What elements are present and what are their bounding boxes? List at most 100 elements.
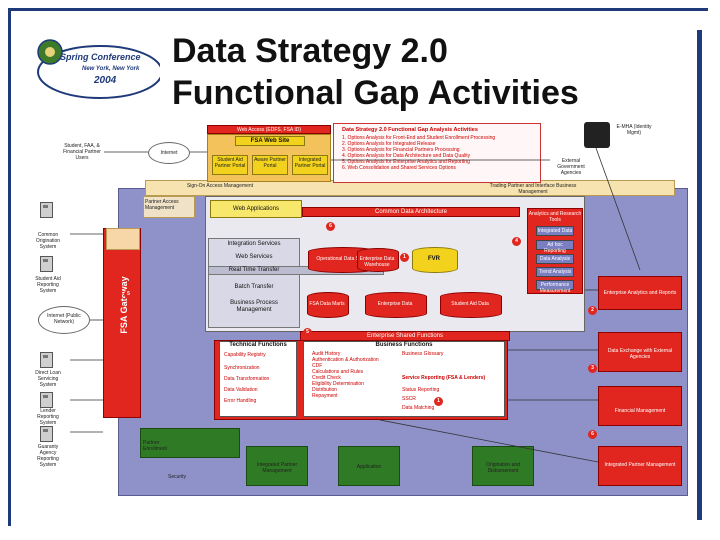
- batch-transfer-label: Batch Transfer: [234, 284, 274, 290]
- application-box: [338, 446, 400, 486]
- data-store-4: [365, 292, 427, 318]
- portal-2-label: Aware Partner Portal: [254, 157, 286, 169]
- server-icon-5: [40, 426, 53, 442]
- portal-2-box: [252, 155, 288, 175]
- marker-2: 4: [512, 237, 521, 246]
- analytics-tools-label: Analytics and Research Tools: [528, 211, 582, 223]
- internet-cloud: [148, 142, 190, 164]
- business-item-2: Authentication & Authorization: [312, 357, 379, 363]
- portal-3-label: Integrated Partner Portal: [294, 157, 326, 169]
- server-label-5: Guaranty Agency Reporting System: [37, 444, 59, 468]
- data-store-5: [440, 292, 502, 318]
- business-item-3: CDF: [312, 363, 323, 369]
- analytics-item-5: [536, 280, 574, 290]
- ezhra-label: E-MHA (Identity Mgmt): [616, 124, 652, 136]
- gap-item-1: 1. Options Analysis for Front-End and St…: [342, 135, 496, 141]
- data-store-3: [307, 292, 349, 318]
- gap-item-6: 6. Web Consolidation and Shared Services…: [342, 165, 456, 171]
- technical-item-3: Data Transformation: [224, 376, 270, 382]
- data-external-box: [598, 332, 682, 372]
- students-label: Student, FAA, & Financial Partner Users: [63, 143, 101, 161]
- trading-partner-label: Trading Partner and Interface Business M…: [489, 183, 577, 195]
- common-data-label: Common Data Architecture: [374, 209, 448, 215]
- bottom-partner-mgmt-box: [246, 446, 308, 486]
- external-agencies-label: External Government Agencies: [557, 158, 585, 176]
- business-item-6: Eligibility Determination: [312, 381, 364, 387]
- web-access-header: [207, 125, 331, 134]
- internet-public-label: Internet (Public Network): [47, 313, 81, 325]
- marker-9: 6: [588, 430, 597, 439]
- sign-on-label: Sign-On Access Management: [186, 183, 254, 189]
- technical-item-2: Synchronization: [224, 365, 260, 371]
- marker-7: 3: [588, 364, 597, 373]
- business-item-8: Repayment: [312, 393, 338, 399]
- fvr-cylinder: [412, 247, 458, 273]
- ea-reports-box: [598, 276, 682, 310]
- analytics-item-3: [536, 254, 574, 264]
- data-store-1-label: Operational Data Store: [316, 256, 368, 262]
- server-icon-4: [40, 392, 53, 408]
- fsa-web-site-label: FSA Web Site: [250, 138, 290, 144]
- analytics-item-1-label: Integrated Data: [537, 228, 573, 234]
- server-label-4: Lender Reporting System: [37, 408, 59, 426]
- analytics-item-2: [536, 240, 574, 250]
- bottom-partner-mgmt-label: Integrated Partner Management: [256, 462, 298, 474]
- right-accent-bar: [697, 30, 702, 520]
- application-label: Application: [356, 464, 382, 470]
- analytics-item-4-label: Trend Analysis: [538, 269, 572, 275]
- marker-6: 5: [303, 328, 312, 337]
- business-functions-heading: Business Functions: [375, 342, 433, 348]
- partner-enrollment-label: Partner Enrollment: [143, 440, 167, 452]
- common-data-header: [302, 207, 520, 217]
- internet-label: Internet: [160, 150, 178, 156]
- gap-item-3: 3. Options Analysis for Financial Partne…: [342, 147, 460, 153]
- technical-item-5: Error Handling: [224, 398, 257, 404]
- data-store-3-label: FSA Data Marts: [309, 301, 345, 307]
- portal-3-box: [292, 155, 328, 175]
- business-item-7: Distribution: [312, 387, 338, 393]
- right-partner-mgmt-label: Integrated Partner Management: [604, 462, 676, 468]
- logo-line1: Spring Conference: [60, 52, 141, 62]
- analytics-item-5-label: Performance Measurement: [539, 282, 571, 294]
- business-item-10: Service Reporting (FSA & Lenders): [402, 375, 486, 381]
- portal-1-box: [212, 155, 248, 175]
- analytics-item-2-label: Ad hoc Reporting: [544, 242, 566, 254]
- logo-line2: New York, New York: [82, 66, 140, 72]
- right-partner-mgmt-box: [598, 446, 682, 486]
- partner-access-box: [143, 196, 195, 218]
- server-label-3: Direct Loan Servicing System: [35, 370, 61, 388]
- top-accent-bar: [8, 8, 708, 11]
- ezhra-icon: [584, 122, 610, 148]
- left-accent-bar: [8, 8, 11, 526]
- data-store-5-label: Student Aid Data: [451, 301, 489, 307]
- web-applications-box: [210, 200, 302, 218]
- integration-services-label: Integration Services: [227, 241, 281, 247]
- analytics-item-1: [536, 226, 574, 236]
- gap-analysis-panel: Data Strategy 2.0 Functional Gap Analysi…: [333, 123, 541, 183]
- analytics-tools-box: [527, 208, 583, 294]
- business-item-4: Calculations and Rules: [312, 369, 364, 375]
- fsa-web-site-box: [235, 136, 305, 146]
- fsa-gateway-label: FSA Gateway: [119, 276, 129, 334]
- financial-mgmt-label: Financial Management: [614, 408, 666, 414]
- business-item-5: Credit Check: [312, 375, 341, 381]
- business-item-9: Business Glossary: [402, 351, 444, 357]
- security-label: Security: [168, 474, 187, 480]
- slide-title-line2: Functional Gap Activities: [172, 74, 579, 112]
- financial-mgmt-box: [598, 386, 682, 426]
- web-applications-label: Web Applications: [233, 206, 279, 212]
- internet-public-cloud: [38, 306, 90, 334]
- origination-label: Origination and Disbursement: [486, 462, 520, 474]
- business-functions-panel: [303, 341, 505, 417]
- marker-4: 5: [124, 290, 133, 299]
- data-store-2: [357, 248, 399, 272]
- server-icon-2: [40, 256, 53, 272]
- analytics-item-4: [536, 267, 574, 277]
- business-item-1: Audit History: [312, 351, 341, 357]
- marker-1: 6: [326, 222, 335, 231]
- technical-functions-panel: [219, 341, 297, 417]
- data-store-2-label: Enterprise Data Warehouse: [359, 256, 395, 268]
- marker-5: 2: [588, 306, 597, 315]
- technical-item-4: Data Validation: [224, 387, 258, 393]
- gap-item-2: 2. Options Analysis for Integrated Relea…: [342, 141, 436, 147]
